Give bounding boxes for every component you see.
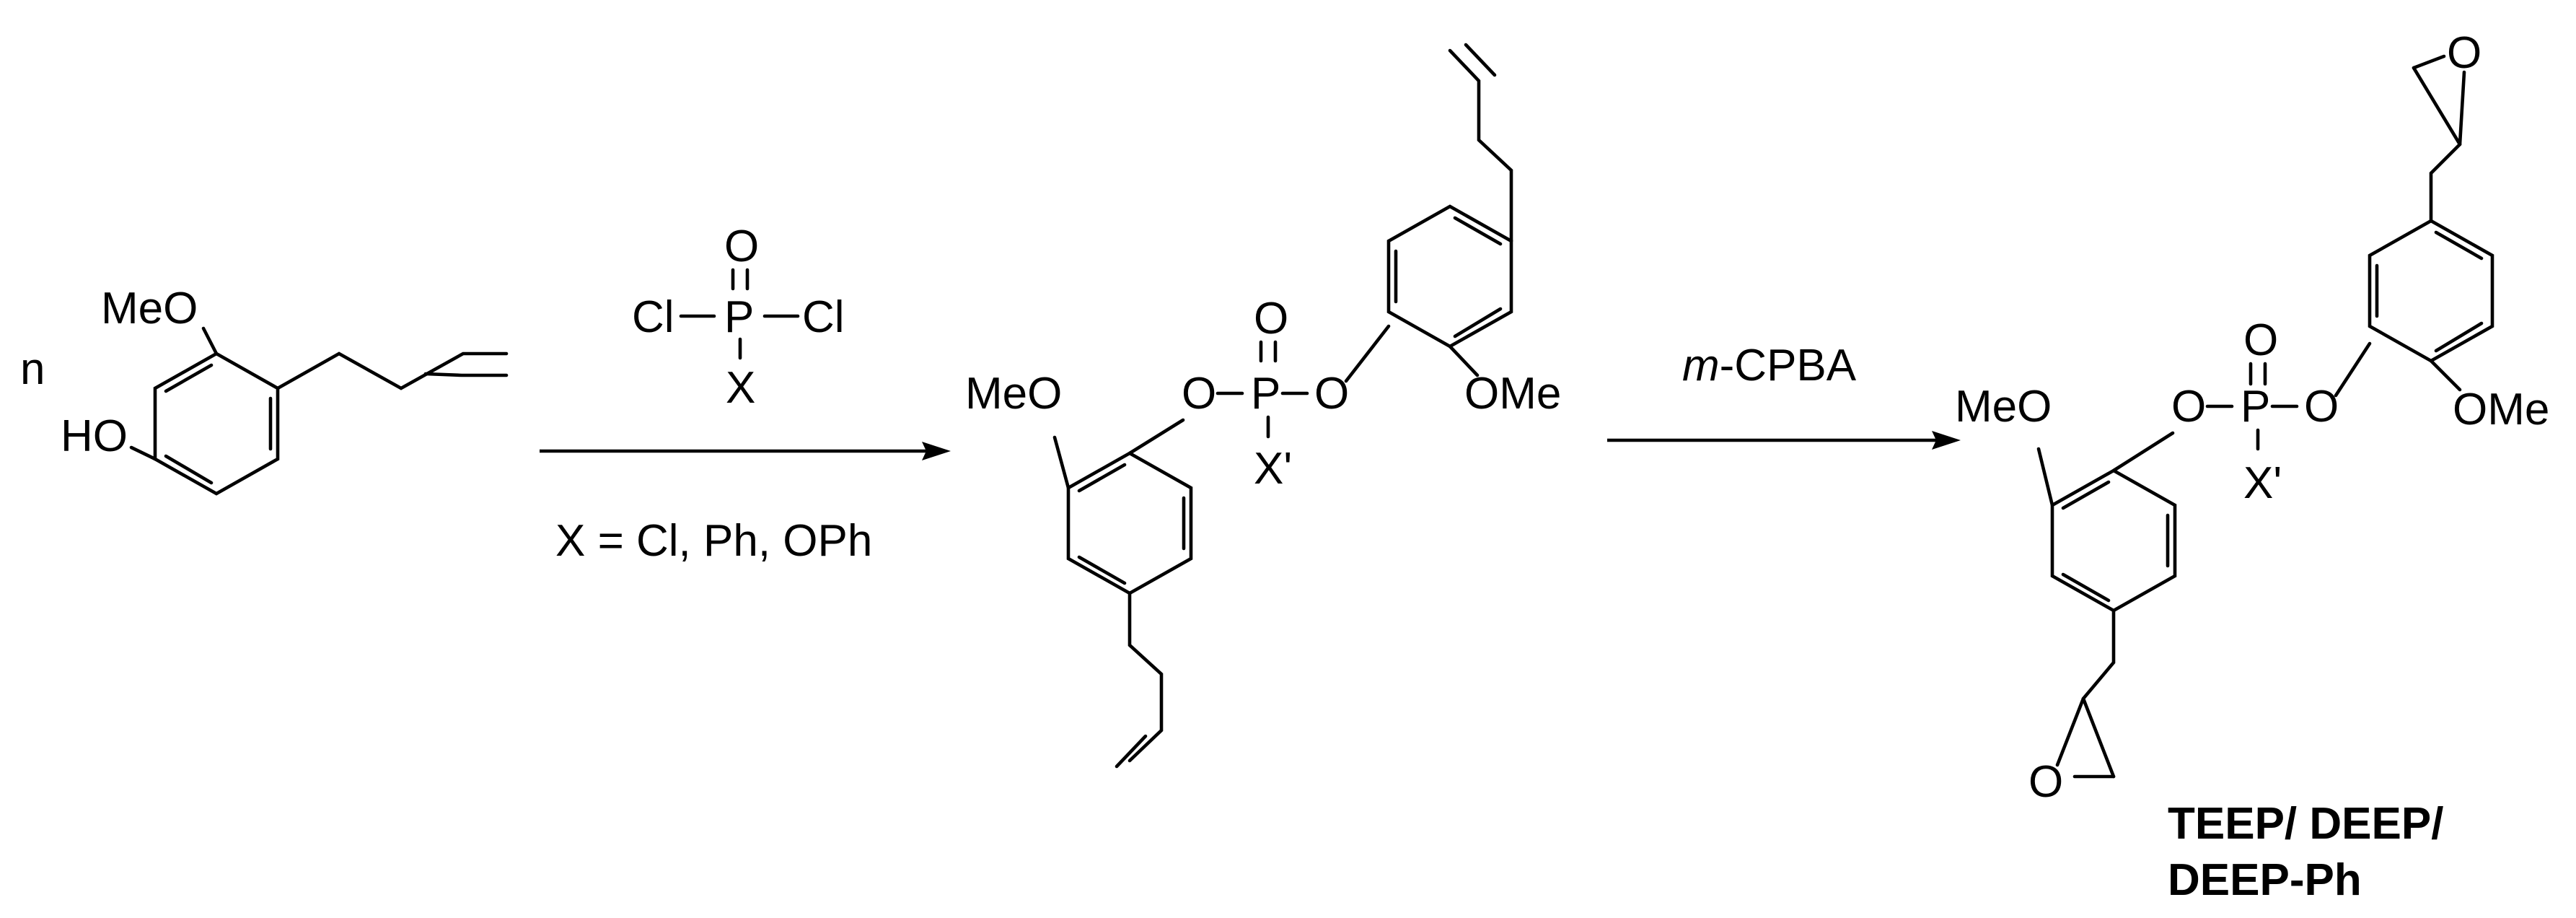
step2-reagent: m-CPBA — [1682, 341, 1857, 390]
reaction-arrow-2 — [1607, 431, 1961, 450]
step2-reagent-suffix: -CPBA — [1720, 341, 1857, 390]
intermediate-methoxy-right: OMe — [1464, 369, 1561, 419]
product-epoxide-oxygen-top: O — [2447, 28, 2482, 78]
product-structure: MeO O P O O X' OMe O O — [1955, 28, 2549, 807]
reagent-chlorine-right: Cl — [802, 292, 845, 342]
step1-condition: X = Cl, Ph, OPh — [555, 516, 872, 566]
product-phosphoryl-oxygen: O — [2243, 315, 2278, 365]
reagent-chlorine-left: Cl — [632, 292, 674, 342]
reagent-phosphorus: P — [724, 292, 754, 342]
intermediate-substituent-x-prime: X' — [1254, 444, 1292, 494]
intermediate-ester-oxygen-left: O — [1182, 369, 1216, 419]
phosphorus-reagent: O Cl P Cl X — [632, 222, 845, 413]
intermediate-structure: MeO O P O O X' OMe — [965, 43, 1561, 769]
product-methoxy-right: OMe — [2453, 385, 2549, 434]
hydroxy-label: HO — [61, 411, 128, 461]
intermediate-methoxy-left: MeO — [965, 369, 1062, 419]
product-substituent-x-prime: X' — [2243, 458, 2282, 508]
eugenol-structure: n MeO HO — [20, 284, 509, 496]
stoichiometry-label: n — [20, 344, 45, 394]
product-epoxide-oxygen-bottom: O — [2028, 757, 2063, 807]
step2-reagent-prefix: m — [1682, 341, 1720, 390]
product-ester-oxygen-left: O — [2171, 382, 2206, 432]
product-name-line1: TEEP/ DEEP/ — [2168, 799, 2443, 849]
reagent-oxygen: O — [724, 222, 759, 271]
product-methoxy-left: MeO — [1955, 382, 2052, 432]
product-phosphorus: P — [2241, 382, 2270, 432]
product-name-line2: DEEP-Ph — [2168, 855, 2362, 905]
intermediate-ester-oxygen-right: O — [1314, 369, 1349, 419]
intermediate-phosphorus: P — [1251, 369, 1280, 419]
methoxy-label: MeO — [101, 284, 198, 333]
reaction-arrow-1 — [540, 442, 951, 460]
intermediate-phosphoryl-oxygen: O — [1254, 294, 1288, 344]
product-ester-oxygen-right: O — [2304, 382, 2339, 432]
reagent-substituent-x: X — [726, 363, 755, 413]
